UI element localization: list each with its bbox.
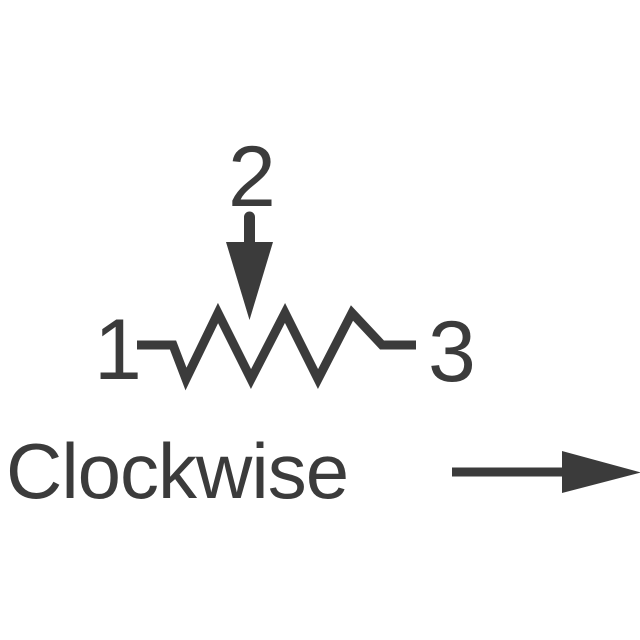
rotation-arrow-shaft: [452, 467, 568, 477]
caption-label: Clockwise: [6, 427, 348, 515]
pin-label-3: 3: [428, 304, 476, 400]
wiper-arrow-head: [226, 242, 273, 320]
pin-label-1: 1: [94, 302, 142, 398]
rotation-arrow-head: [562, 451, 640, 493]
wiper-arrow-stem: [244, 211, 255, 243]
resistive-element-zigzag: [137, 302, 416, 391]
pin-label-2: 2: [228, 129, 276, 225]
zigzag-path: [137, 302, 416, 391]
wiper-arrow-down-icon: [226, 211, 273, 320]
rotation-direction-arrow-icon: [452, 451, 640, 493]
